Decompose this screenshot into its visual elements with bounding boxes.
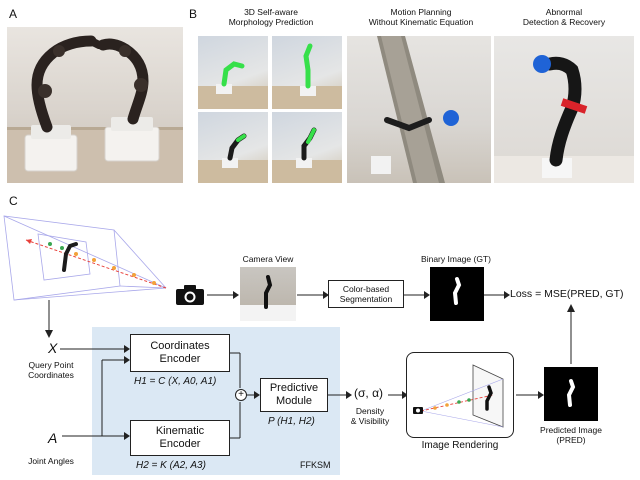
- abnormal-detection-photo: [494, 36, 634, 183]
- arrow-binary-to-loss: [484, 291, 510, 299]
- frustum-scene: [3, 215, 167, 301]
- coordinates-encoder-label: Coordinates Encoder: [150, 340, 210, 365]
- p-formula: P (H1, H2): [268, 416, 315, 427]
- color-segmentation-box: Color-based Segmentation: [328, 280, 404, 308]
- arrow-x-to-coord: [60, 345, 130, 353]
- loss-formula: Loss = MSE(PRED, GT): [510, 288, 624, 300]
- panel-b-letter: B: [189, 7, 198, 21]
- binary-image-label: Binary Image (GT): [421, 254, 491, 264]
- kinematic-encoder-label: Kinematic Encoder: [155, 425, 205, 450]
- arrow-pred-to-loss: [567, 304, 575, 364]
- density-label: Density & Visibility: [350, 406, 390, 426]
- arrow-seg-to-binary: [404, 291, 430, 299]
- tile-self-aware-4: [272, 112, 342, 183]
- image-rendering-box: [406, 352, 514, 438]
- motion-planning-photo: [347, 36, 491, 183]
- camera-icon: [176, 285, 204, 305]
- arrow-pred-to-sigma: [328, 391, 352, 399]
- camera-view-image: [240, 267, 296, 321]
- plus-symbol: +: [238, 389, 244, 400]
- query-point-label: Query Point Coordinates: [28, 360, 74, 380]
- panel-a-letter: A: [9, 7, 18, 21]
- caption-motion-planning: Motion Planning Without Kinematic Equati…: [368, 7, 474, 27]
- caption-self-aware: 3D Self-aware Morphology Prediction: [228, 7, 314, 27]
- arrow-frustum-to-x: [45, 300, 53, 338]
- panel-c-letter: C: [9, 194, 18, 208]
- binary-image: [430, 267, 484, 321]
- arrow-view-to-seg: [297, 291, 329, 299]
- sigma-alpha: (σ, α): [354, 386, 384, 400]
- kinematic-encoder-box: Kinematic Encoder: [130, 420, 230, 456]
- joint-angles-label: Joint Angles: [28, 456, 74, 466]
- plus-circle: +: [235, 389, 247, 401]
- predicted-image-label: Predicted Image (PRED): [540, 425, 602, 445]
- predicted-image: [544, 367, 598, 421]
- image-rendering-label: Image Rendering: [421, 440, 499, 451]
- ffksm-label: FFKSM: [300, 460, 331, 470]
- color-segmentation-label: Color-based Segmentation: [339, 284, 393, 304]
- tile-self-aware-3: [198, 112, 268, 183]
- coordinates-encoder-box: Coordinates Encoder: [130, 334, 230, 372]
- h2-formula: H2 = K (A2, A3): [136, 460, 206, 471]
- caption-abnormal: Abnormal Detection & Recovery: [522, 7, 606, 27]
- robot-arms-illustration: [7, 35, 183, 183]
- predictive-module-box: Predictive Module: [260, 378, 328, 412]
- panel-a-photo: [7, 27, 183, 183]
- tile-self-aware-1: [198, 36, 268, 109]
- predictive-module-label: Predictive Module: [269, 382, 319, 407]
- camera-view-label: Camera View: [242, 254, 294, 264]
- arrow-a-to-encoders: [62, 356, 130, 440]
- tile-self-aware-2: [272, 36, 342, 109]
- blue-ball: [443, 110, 459, 126]
- arrow-sigma-to-render: [388, 391, 408, 399]
- arrow-camera-to-view: [207, 291, 239, 299]
- a-variable: A: [48, 430, 58, 446]
- h1-formula: H1 = C (X, A0, A1): [134, 376, 217, 387]
- x-variable: X: [48, 340, 58, 356]
- arrow-render-to-pred: [516, 391, 544, 399]
